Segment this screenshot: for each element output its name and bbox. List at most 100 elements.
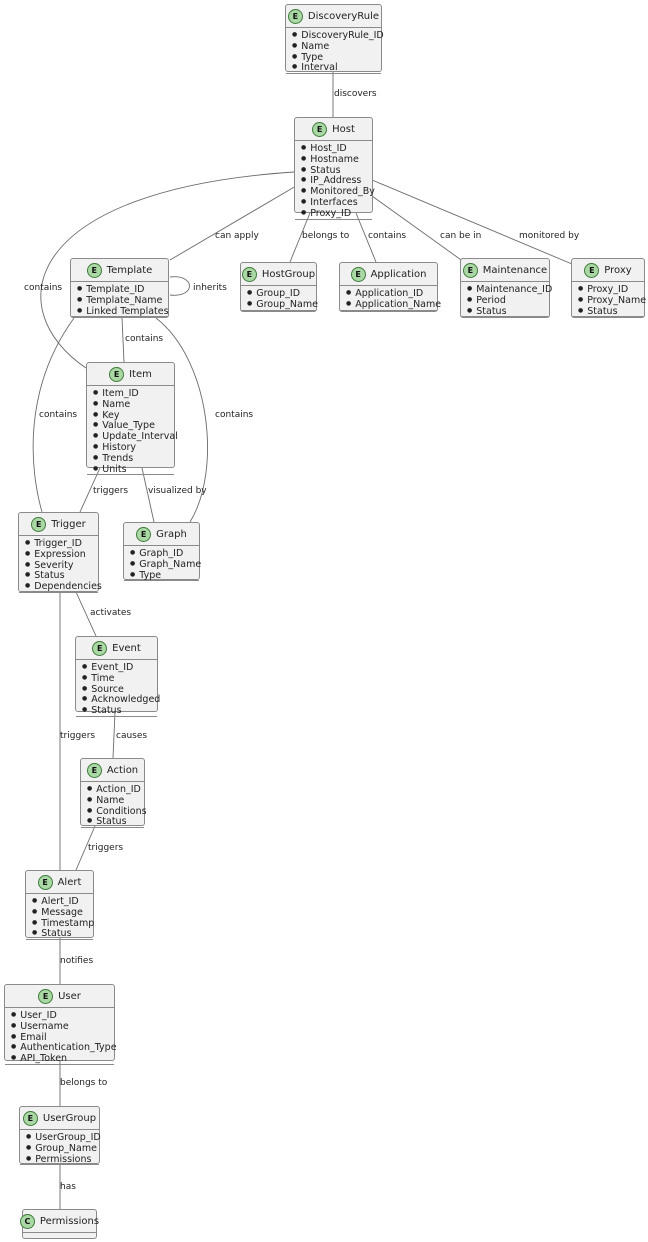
entity-title: Alert	[57, 876, 82, 888]
attribute: API_Token	[11, 1053, 110, 1064]
attribute-list: UserGroup_ID Group_Name Permissions	[20, 1130, 101, 1166]
attribute-list: Action_ID Name Conditions Status	[81, 782, 147, 829]
relation-label: causes	[116, 731, 148, 741]
attribute: Expression	[25, 549, 94, 560]
entity-title: Application	[370, 268, 427, 280]
attribute: Group_ID	[247, 288, 312, 299]
entity-title: User	[58, 990, 81, 1002]
relation-label: belongs to	[60, 1078, 108, 1088]
entity-icon: E	[38, 988, 54, 1004]
attribute: Group_Name	[26, 1143, 97, 1154]
edge-event-action	[112, 711, 116, 759]
attribute: Trigger_ID	[25, 538, 94, 549]
attribute: Graph_ID	[130, 548, 195, 559]
edge-host-maintenance	[371, 195, 465, 263]
entity-icon: E	[37, 874, 53, 890]
attribute-list: Event_ID Time Source Acknowledged Status	[76, 660, 160, 717]
attribute: Action_ID	[87, 784, 141, 795]
attribute-list: Template_ID Template_Name Linked Templat…	[71, 282, 169, 318]
attribute: Trends	[93, 453, 170, 464]
relation-label: inherits	[193, 283, 227, 293]
entity-title: DiscoveryRule	[307, 10, 380, 22]
relation-label: contains	[125, 334, 164, 344]
entity-title: Item	[129, 368, 152, 380]
entity-icon: E	[86, 762, 102, 778]
entity-title: Maintenance	[482, 264, 548, 276]
attribute: Proxy_Name	[578, 295, 646, 306]
relation-label: visualized by	[148, 486, 207, 496]
entity-title: Event	[112, 642, 141, 654]
entity-graph[interactable]: E Graph Graph_ID Graph_Name Type	[123, 522, 201, 582]
attribute: Name	[93, 399, 170, 410]
attribute: Template_Name	[77, 295, 164, 306]
edge-host-proxy	[371, 179, 573, 265]
relation-label: triggers	[93, 486, 129, 496]
attribute: Units	[93, 464, 170, 475]
edge-item-graph	[141, 467, 155, 523]
relation-label: discovers	[334, 89, 377, 99]
attribute: Status	[25, 570, 94, 581]
entity-icon: E	[350, 266, 366, 282]
entity-title: UserGroup	[42, 1112, 97, 1124]
attribute-list: Item_ID Name Key Value_Type Update_Inter…	[87, 386, 178, 476]
entity-title: Action	[106, 764, 139, 776]
entity-title: Graph	[156, 528, 187, 540]
entity-icon: E	[584, 262, 600, 278]
attribute-list: User_ID Username Email Authentication_Ty…	[5, 1008, 117, 1065]
entity-alert[interactable]: E Alert Alert_ID Message Timestamp Status	[25, 870, 94, 941]
attribute: IP_Address	[301, 175, 368, 186]
attribute: Username	[11, 1021, 110, 1032]
attribute: Graph_Name	[130, 559, 201, 570]
entity-icon: E	[136, 526, 152, 542]
attribute-list: Maintenance_ID Period Status	[461, 282, 552, 318]
edge-host-application	[355, 212, 377, 263]
attribute: Linked Templates	[77, 306, 168, 317]
attribute: Conditions	[87, 806, 146, 817]
attribute: Group_Name	[247, 299, 318, 310]
attribute: Period	[467, 295, 545, 306]
attribute: Update_Interval	[93, 431, 178, 442]
attribute: Severity	[25, 560, 94, 571]
attribute: Authentication_Type	[11, 1042, 116, 1053]
attribute: Status	[301, 165, 368, 176]
class-icon: C	[19, 1213, 35, 1229]
attribute: Event_ID	[82, 662, 153, 673]
entity-action[interactable]: E Action Action_ID Name Conditions Status	[80, 758, 147, 829]
entity-user[interactable]: E User User_ID Username Email Authenticat…	[4, 984, 117, 1065]
attribute: Maintenance_ID	[467, 284, 552, 295]
entity-title: Host	[332, 123, 355, 135]
relation-label: can apply	[215, 231, 259, 241]
attribute: Status	[32, 928, 89, 939]
edge-host-hostgroup	[289, 212, 311, 263]
relation-label: contains	[215, 410, 254, 420]
attribute: Proxy_ID	[578, 284, 640, 295]
attribute-list: DiscoveryRule_ID Name Type Interval	[286, 28, 384, 75]
attribute: Value_Type	[93, 420, 170, 431]
edge-host-template	[169, 185, 297, 261]
attribute-list: Graph_ID Graph_Name Type	[124, 546, 201, 582]
attribute: Template_ID	[77, 284, 164, 295]
attribute-list: Alert_ID Message Timestamp Status	[26, 894, 94, 941]
entity-title: HostGroup	[261, 268, 316, 280]
attribute: Acknowledged	[82, 694, 160, 705]
attribute: Key	[93, 410, 170, 421]
attribute: UserGroup_ID	[26, 1132, 100, 1143]
entity-title: Proxy	[604, 264, 632, 276]
attribute: Hostname	[301, 154, 368, 165]
relation-label: contains	[39, 410, 78, 420]
relation-label: contains	[368, 231, 407, 241]
entity-icon: E	[31, 516, 47, 532]
